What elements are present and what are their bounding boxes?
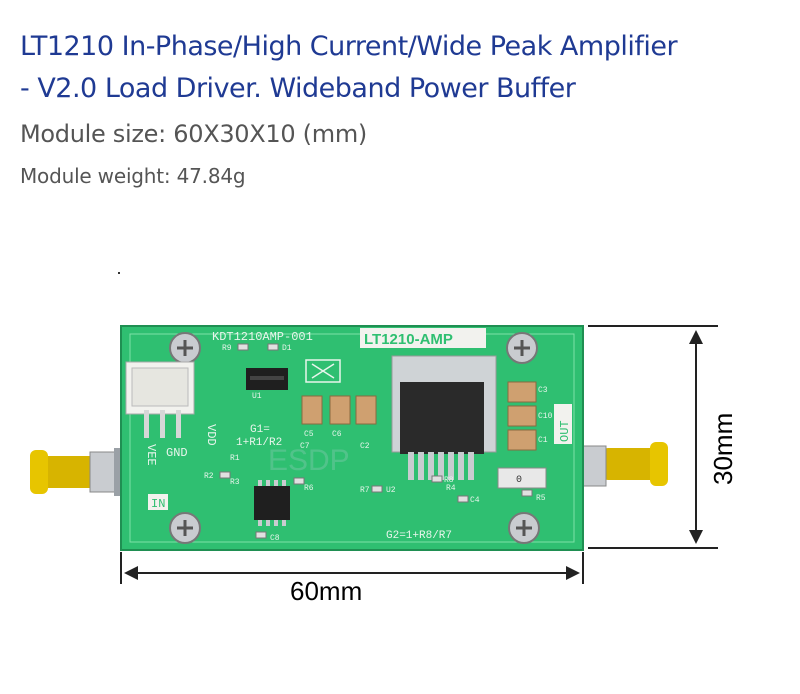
pcb-board bbox=[120, 325, 584, 551]
svg-text:R2: R2 bbox=[204, 472, 214, 481]
sma-connector-in bbox=[30, 448, 126, 496]
svg-text:R9: R9 bbox=[222, 344, 232, 353]
svg-text:0: 0 bbox=[516, 475, 522, 486]
svg-text:C6: C6 bbox=[332, 430, 342, 439]
svg-text:C5: C5 bbox=[304, 430, 314, 439]
svg-text:R7: R7 bbox=[360, 486, 370, 495]
label-vdd: VDD bbox=[204, 424, 218, 446]
width-dimension-label: 60mm bbox=[290, 576, 363, 606]
svg-text:U2: U2 bbox=[386, 486, 396, 495]
svg-text:R1: R1 bbox=[230, 454, 240, 463]
svg-text:C7: C7 bbox=[300, 442, 310, 451]
chip-label: LT1210-AMP bbox=[364, 331, 453, 348]
port-in: IN bbox=[151, 497, 165, 511]
module-weight: Module weight: 47.84g bbox=[20, 164, 246, 188]
part-code: KDT1210AMP-001 bbox=[212, 330, 313, 344]
svg-text:R3: R3 bbox=[230, 478, 240, 487]
svg-text:R5: R5 bbox=[536, 494, 546, 503]
product-title: LT1210 In-Phase/High Current/Wide Peak A… bbox=[20, 26, 790, 110]
mounting-screws bbox=[169, 332, 540, 544]
svg-text:D1: D1 bbox=[282, 344, 292, 353]
label-gnd: GND bbox=[166, 446, 188, 460]
title-line-2: - V2.0 Load Driver. Wideband Power Buffe… bbox=[20, 73, 576, 104]
resistor-0 bbox=[497, 467, 547, 489]
svg-text:C4: C4 bbox=[470, 496, 480, 505]
svg-text:C10: C10 bbox=[538, 412, 553, 421]
title-line-1: LT1210 In-Phase/High Current/Wide Peak A… bbox=[20, 31, 678, 62]
capacitors-right bbox=[507, 381, 537, 451]
capacitors-top bbox=[301, 395, 377, 425]
port-out: OUT bbox=[558, 420, 572, 442]
amplifier-chip bbox=[391, 355, 497, 480]
gain1-line1: G1= bbox=[250, 424, 270, 436]
svg-text:C3: C3 bbox=[538, 386, 548, 395]
module-size: Module size: 60X30X10 (mm) bbox=[20, 120, 367, 148]
sma-connector-out bbox=[570, 442, 668, 490]
ic-u2 bbox=[254, 480, 290, 526]
svg-text:C2: C2 bbox=[360, 442, 370, 451]
height-dimension bbox=[588, 325, 718, 549]
watermark: ESDP bbox=[268, 444, 350, 477]
power-header bbox=[125, 361, 195, 438]
smd-parts bbox=[219, 343, 533, 539]
svg-text:R4: R4 bbox=[446, 484, 456, 493]
svg-text:R6: R6 bbox=[304, 484, 314, 493]
svg-text:R8: R8 bbox=[444, 476, 454, 485]
width-dimension bbox=[120, 552, 584, 584]
svg-text:C1: C1 bbox=[538, 436, 548, 445]
svg-text:U1: U1 bbox=[252, 392, 262, 401]
svg-text:C8: C8 bbox=[270, 534, 280, 543]
component-refs: R9 D1 U1 C5 C6 C3 C10 C7 C1 R2 R1 R6 R3 … bbox=[204, 344, 553, 543]
gain1-line2: 1+R1/R2 bbox=[236, 437, 282, 449]
height-dimension-label: 30mm bbox=[708, 412, 738, 485]
gain2: G2=1+R8/R7 bbox=[386, 530, 452, 542]
weee-symbol bbox=[305, 359, 341, 383]
speck bbox=[118, 272, 120, 274]
label-vee: VEE bbox=[144, 444, 158, 466]
